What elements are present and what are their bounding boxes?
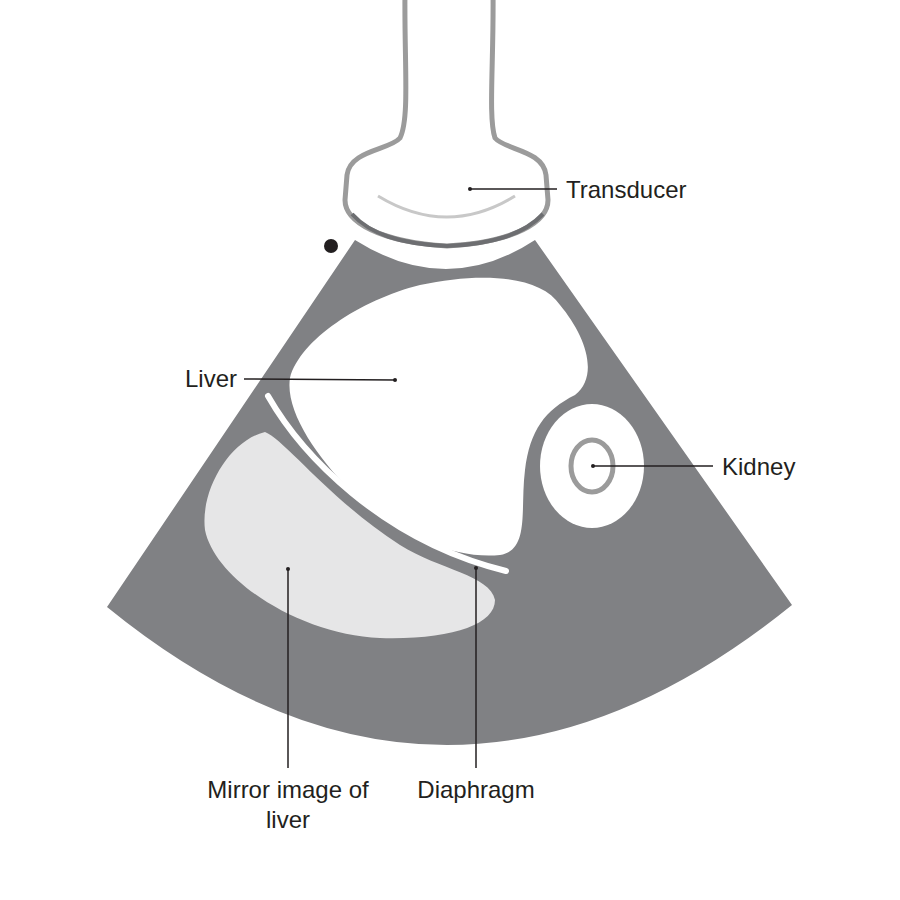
- transducer-lens: [378, 196, 515, 217]
- scan-sector: [107, 240, 792, 745]
- part-label: Liver: [185, 364, 237, 394]
- leader-line: [470, 188, 557, 190]
- leader-dot: [474, 566, 478, 570]
- part-label: Diaphragm: [417, 775, 534, 805]
- leader-line: [593, 465, 713, 467]
- diaphragm: [268, 396, 506, 571]
- leader-dot: [468, 187, 472, 191]
- part-label: Kidney: [722, 452, 795, 482]
- leader-lines: [244, 187, 713, 768]
- leader-dot: [393, 378, 397, 382]
- transducer-body: [345, 0, 548, 246]
- leader-dot: [591, 464, 595, 468]
- part-label: Mirror image of liver: [206, 775, 371, 835]
- leader-dot: [286, 567, 290, 571]
- orientation-marker: [324, 239, 338, 253]
- leader-line: [287, 569, 289, 768]
- leader-line: [244, 379, 395, 380]
- leader-line: [475, 568, 477, 768]
- transducer-face: [352, 214, 543, 246]
- part-label: Transducer: [566, 175, 687, 205]
- liver: [289, 278, 587, 556]
